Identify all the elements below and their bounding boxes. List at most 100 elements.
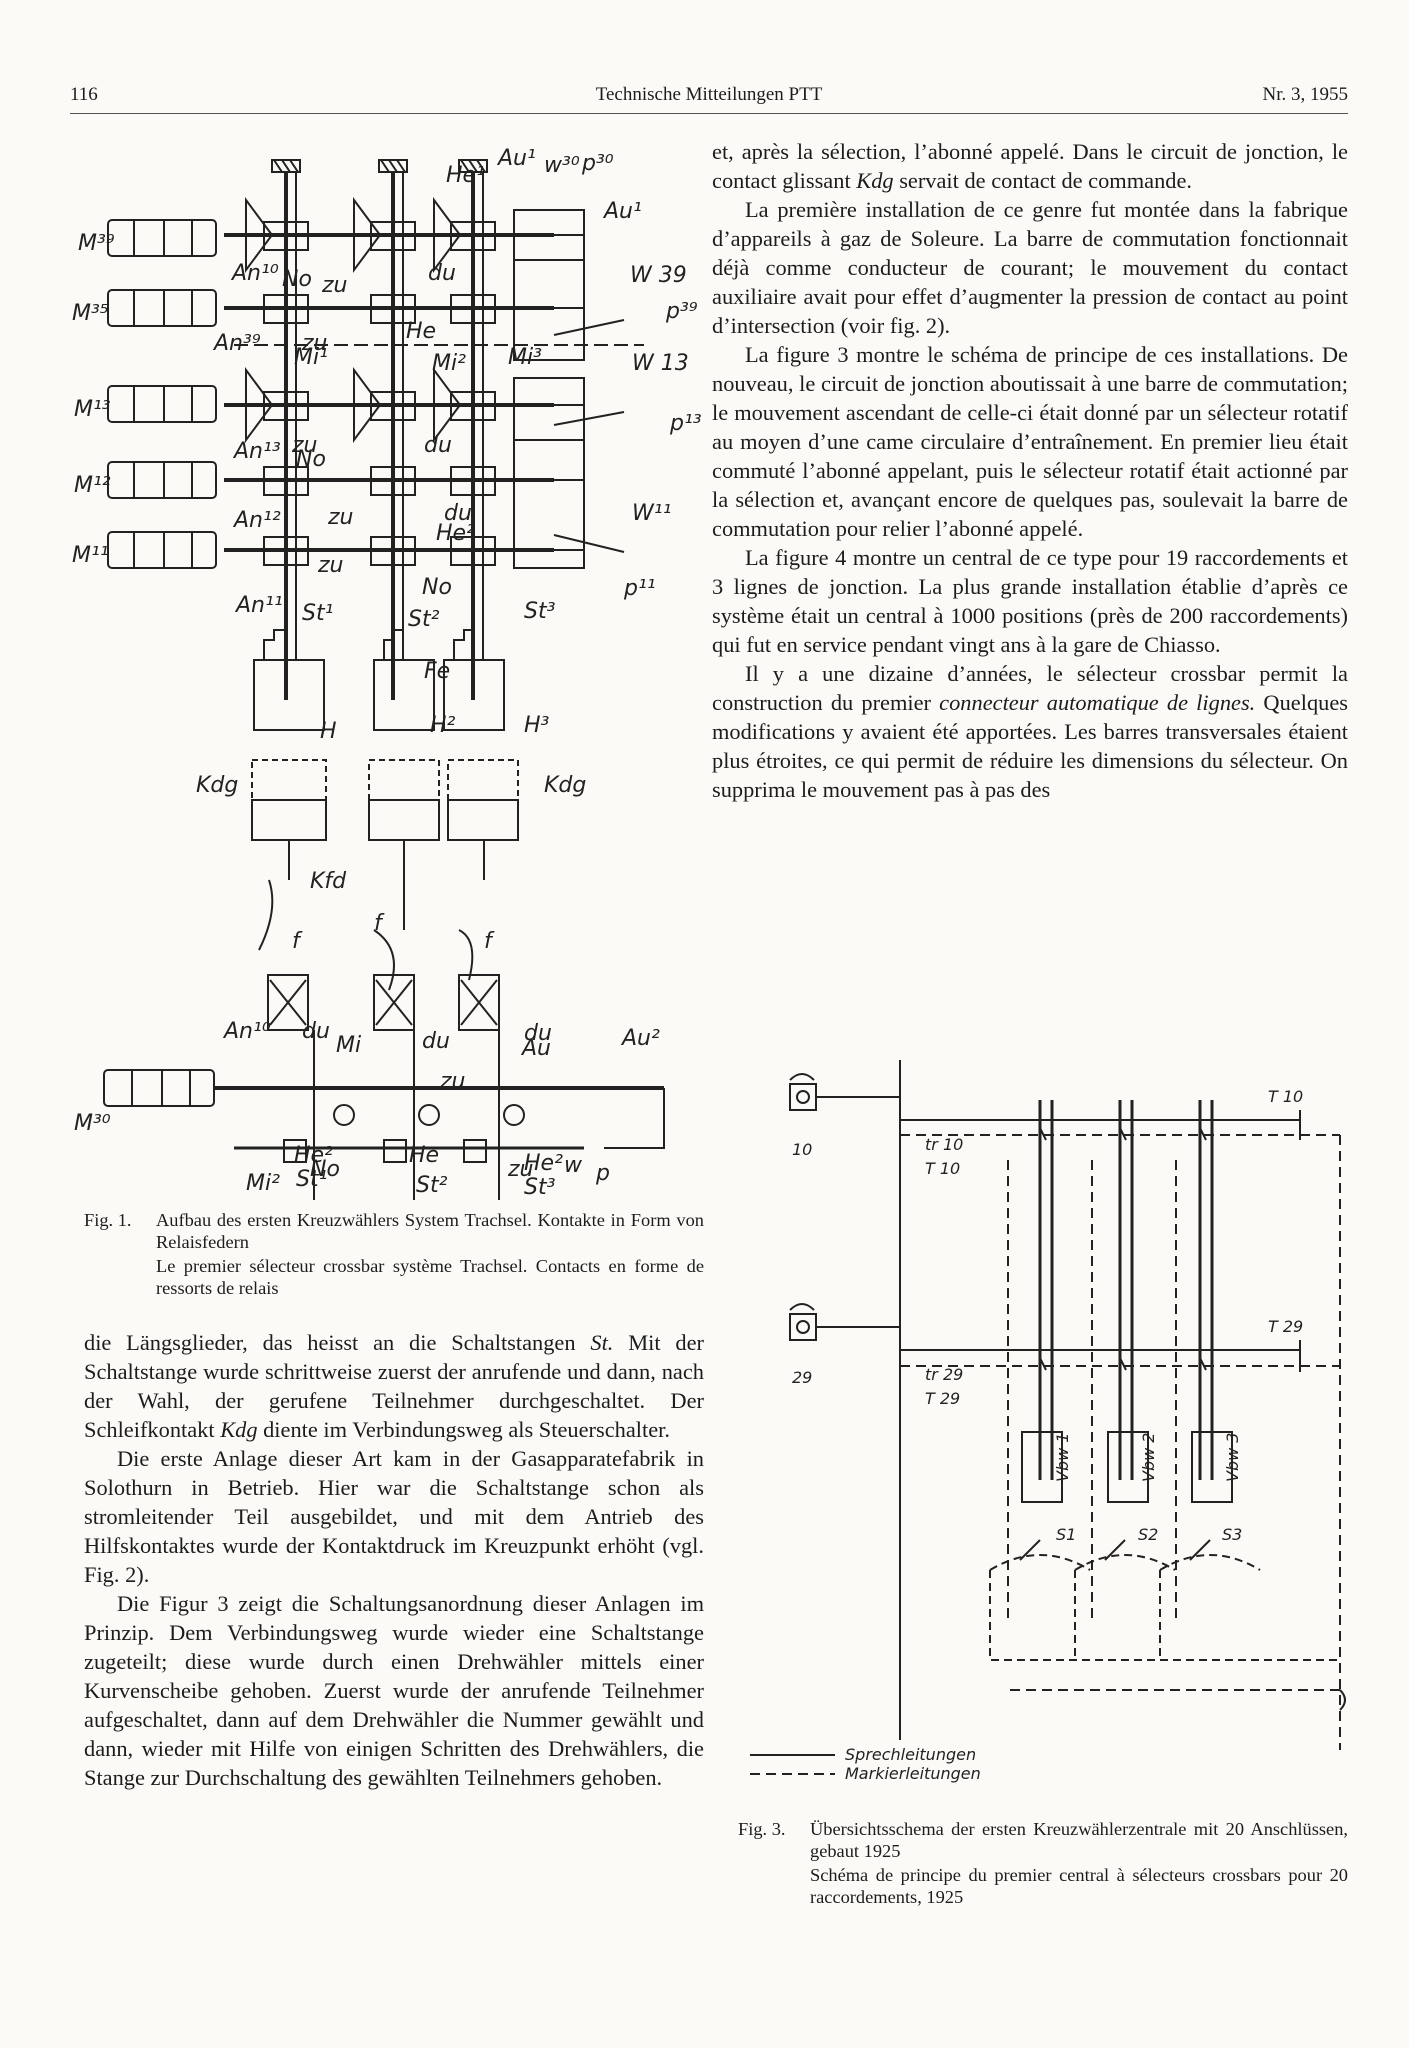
label-kfd: Kfd bbox=[310, 869, 347, 894]
label-zu2: zu bbox=[301, 331, 328, 356]
right-paragraph-1: et, après la sélection, l’abonné appelé.… bbox=[712, 139, 1348, 193]
label-h1: H bbox=[320, 719, 337, 744]
label-mi1: Mi¹ bbox=[294, 345, 328, 370]
label-w39: W 39 bbox=[630, 263, 687, 288]
fig3-telephone-29 bbox=[789, 1303, 900, 1341]
label-he1: He¹ bbox=[446, 163, 485, 188]
fig3-caption-fr: Schéma de principe du premier central à … bbox=[810, 1865, 1348, 1907]
page-number: 116 bbox=[70, 84, 98, 105]
fig1-crosspoints bbox=[245, 196, 496, 566]
label-au1b: Au¹ bbox=[602, 199, 642, 224]
fig1-caption-fr: Le premier sélecteur crossbar système Tr… bbox=[156, 1256, 704, 1298]
journal-title: Technische Mitteilungen PTT bbox=[595, 84, 823, 105]
label-no3: No bbox=[422, 575, 452, 600]
label-st-low1: St¹ bbox=[296, 1167, 327, 1192]
fig1-caption-de: Aufbau des ersten Kreuzwählers System Tr… bbox=[156, 1210, 704, 1252]
label-mi2: Mi² bbox=[432, 351, 466, 376]
fig3-vbw3-box bbox=[1191, 1431, 1233, 1503]
label-kdg: Kdg bbox=[196, 773, 238, 798]
fig3-label-tr29b: T 29 bbox=[925, 1389, 960, 1408]
fig3-label-tr10: tr 10 bbox=[925, 1135, 963, 1154]
label-au1: Au¹ bbox=[496, 146, 536, 171]
label-p: p bbox=[595, 1161, 610, 1186]
right-column-text: et, après la sélection, l’abonné appelé.… bbox=[712, 137, 1348, 804]
fig1-left-relays bbox=[107, 219, 217, 569]
label-p39: p³⁹ bbox=[665, 299, 698, 324]
fig1-drawing: M³⁹ M³⁵ M¹³ M¹² M¹¹ M³⁰ An¹⁰ An³⁹ An¹³ A… bbox=[72, 146, 702, 1200]
fig3-vbw1-box bbox=[1021, 1431, 1063, 1503]
left-column-text: die Längsglieder, das heisst an die Scha… bbox=[84, 1328, 704, 1792]
fig3-label-tr10b: T 10 bbox=[925, 1159, 960, 1178]
label-h2: H² bbox=[430, 713, 456, 738]
header-rule bbox=[70, 113, 1348, 114]
label-st-low3: St³ bbox=[524, 1175, 556, 1200]
label-du2: du bbox=[424, 433, 452, 458]
right-paragraph-2: La première installation de ce genre fut… bbox=[712, 197, 1348, 338]
fig1-caption-label: Fig. 1. bbox=[84, 1210, 132, 1230]
label-w: w bbox=[564, 1153, 583, 1178]
label-m30: M³⁰ bbox=[74, 1111, 111, 1136]
label-zu: zu bbox=[321, 273, 348, 298]
right-paragraph-4: La figure 4 montre un central de ce type… bbox=[712, 545, 1348, 657]
right-paragraph-3: La figure 3 montre le schéma de principe… bbox=[712, 342, 1348, 541]
fig3-label-t29: T 29 bbox=[1268, 1317, 1303, 1336]
label-w11: W¹¹ bbox=[632, 501, 671, 526]
label-au2: Au² bbox=[620, 1026, 660, 1051]
fig1-drives bbox=[251, 629, 519, 930]
label-no2: No bbox=[296, 447, 326, 472]
label-fe: Fe bbox=[424, 659, 450, 684]
label-mi3: Mi³ bbox=[508, 345, 542, 370]
fig1-lower-mechanism bbox=[103, 879, 665, 1200]
fig3-label-tr29: tr 29 bbox=[925, 1365, 963, 1384]
fig3-caption: Fig. 3. Übersichtsschema der ersten Kreu… bbox=[738, 1818, 1348, 1910]
label-p30: p³⁰ bbox=[581, 151, 614, 176]
label-zu-low2: zu bbox=[507, 1157, 534, 1182]
fig3-legend-dashed: Markierleitungen bbox=[845, 1764, 981, 1783]
label-he-low3: He² bbox=[524, 1151, 563, 1176]
label-m39: M³⁹ bbox=[78, 231, 115, 256]
label-an12: An¹² bbox=[232, 508, 281, 533]
label-st-low2: St² bbox=[416, 1173, 448, 1198]
label-w30: w³⁰ bbox=[544, 153, 580, 178]
fig3-label-s2: S2 bbox=[1138, 1525, 1158, 1544]
fig3-legend-solid: Sprechleitungen bbox=[845, 1745, 976, 1764]
label-p13: p¹³ bbox=[669, 411, 702, 436]
label-an39: An³⁹ bbox=[212, 331, 261, 356]
fig3-label-sub10: 10 bbox=[792, 1140, 812, 1159]
label-he-low2: He bbox=[409, 1143, 439, 1168]
label-m11: M¹¹ bbox=[72, 543, 109, 568]
label-p11: p¹¹ bbox=[623, 576, 656, 601]
fig3-vbw2-box bbox=[1107, 1431, 1149, 1503]
label-f1: f bbox=[292, 929, 303, 954]
label-du: du bbox=[428, 261, 456, 286]
running-header: 116 Technische Mitteilungen PTT Nr. 3, 1… bbox=[70, 84, 1348, 114]
label-zu3: zu bbox=[291, 433, 318, 458]
label-du-low1: du bbox=[302, 1019, 330, 1044]
label-du-low2: du bbox=[422, 1029, 450, 1054]
left-paragraph-2: Die erste Anlage dieser Art kam in der G… bbox=[84, 1446, 704, 1587]
fig3-label-s3: S3 bbox=[1222, 1525, 1242, 1544]
fig3-telephone-10 bbox=[789, 1073, 900, 1111]
fig3-label-vbw3: Vbw 3 bbox=[1223, 1433, 1242, 1482]
label-mi-low1: Mi bbox=[336, 1033, 361, 1058]
label-he-low1: He² bbox=[294, 1143, 333, 1168]
label-st2: St² bbox=[408, 607, 440, 632]
label-no-low: No bbox=[310, 1157, 340, 1182]
fig3-label-s1: S1 bbox=[1056, 1525, 1076, 1544]
label-no: No bbox=[282, 267, 312, 292]
label-zu-low: zu bbox=[439, 1069, 466, 1094]
label-he: He bbox=[406, 319, 436, 344]
left-paragraph-1: die Längsglieder, das heisst an die Scha… bbox=[84, 1330, 704, 1442]
label-zu4: zu bbox=[327, 505, 354, 530]
right-paragraph-5: Il y a une dizaine d’années, le sélecteu… bbox=[712, 661, 1348, 802]
label-an13: An¹³ bbox=[232, 439, 281, 464]
label-f2: f bbox=[374, 911, 385, 936]
label-du3: du bbox=[444, 501, 472, 526]
issue-number: Nr. 3, 1955 bbox=[1262, 84, 1349, 105]
fig3-caption-de: Übersichtsschema der ersten Kreuzwählerz… bbox=[810, 1819, 1348, 1861]
label-an10: An¹⁰ bbox=[230, 261, 279, 286]
label-h3: H³ bbox=[524, 713, 550, 738]
label-he2: He² bbox=[436, 521, 475, 546]
label-mi-low2: Mi² bbox=[246, 1171, 280, 1196]
label-w13: W 13 bbox=[632, 351, 689, 376]
